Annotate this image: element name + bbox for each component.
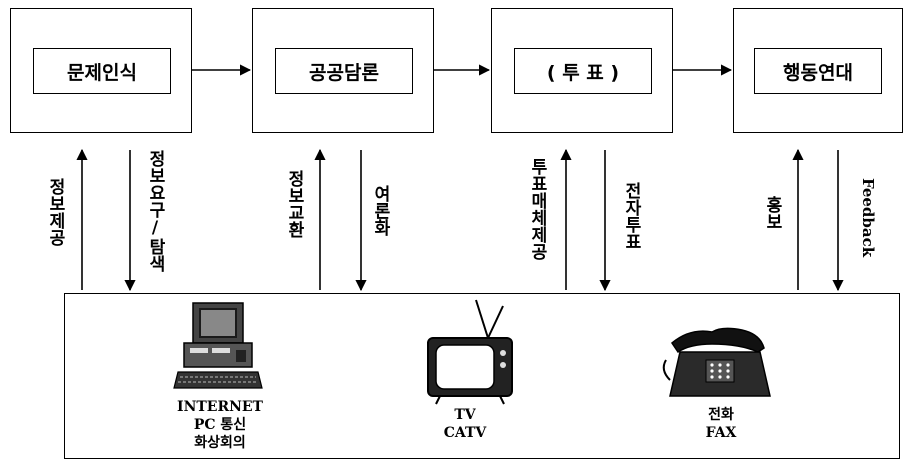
- media-label-phone: 전화 FAX: [676, 406, 766, 442]
- stage-box-3: ( 투 표 ): [491, 8, 673, 133]
- media-tv-line2: CATV: [443, 425, 487, 442]
- stage-box-4: 행동연대: [733, 8, 903, 133]
- media-phone-line2: FAX: [705, 425, 737, 442]
- stage-box-1: 문제인식: [10, 8, 192, 133]
- label-publicity: 홍보: [762, 196, 782, 230]
- label-e-voting: 전자투표: [621, 182, 641, 250]
- stage-box-2: 공공담론: [252, 8, 434, 133]
- label-info-request: 정보요구/탐색: [145, 150, 165, 272]
- stage-label-public-discourse: 공공담론: [275, 48, 413, 94]
- label-info-exchange: 정보교환: [284, 170, 304, 238]
- stage-label-problem-recognition: 문제인식: [33, 48, 171, 94]
- media-label-internet: INTERNET PC 통신 화상회의: [160, 398, 280, 453]
- stage-label-voting: ( 투 표 ): [514, 48, 652, 94]
- media-label-tv: TV CATV: [420, 406, 510, 442]
- label-info-provide: 정보제공: [45, 178, 65, 246]
- stage-label-collective-action: 행동연대: [754, 48, 882, 94]
- media-internet-line1: INTERNET: [177, 399, 263, 415]
- media-phone-line1: 전화: [708, 407, 734, 423]
- media-tv-line1: TV: [454, 407, 476, 423]
- label-voting-media: 투표매체제공: [527, 158, 547, 260]
- media-internet-line3: 화상회의: [194, 435, 246, 452]
- label-feedback: Feedback: [859, 178, 877, 258]
- label-public-opinion: 여론화: [370, 185, 390, 236]
- media-internet-line2: PC 통신: [193, 417, 247, 434]
